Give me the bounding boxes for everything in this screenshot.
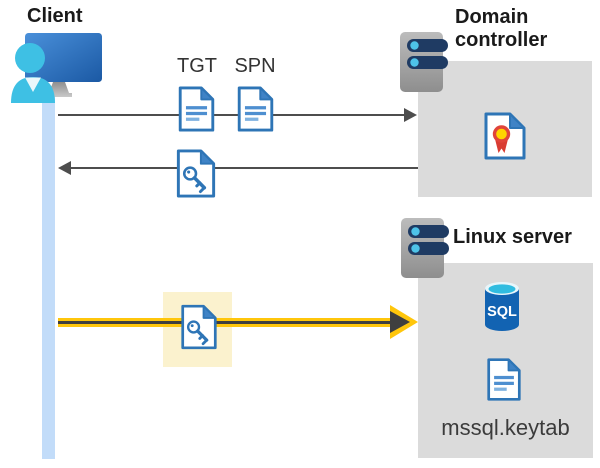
domain-controller-label: Domain controller <box>455 6 548 51</box>
request-arrow-head-icon <box>404 108 417 122</box>
key-document-icon <box>175 149 217 198</box>
tgt-document-icon <box>177 86 216 132</box>
keytab-filename-label: mssql.keytab <box>441 415 570 440</box>
linux-server-label: Linux server <box>453 226 572 248</box>
client-timeline <box>42 95 55 459</box>
request-arrow-line <box>58 114 406 116</box>
spn-label: SPN <box>234 55 276 77</box>
sql-icon-label: SQL <box>487 304 517 320</box>
client-computer-user-icon <box>10 33 105 105</box>
service-ticket-key-document-icon <box>180 304 218 350</box>
response-arrow-head-icon <box>58 161 71 175</box>
client-label: Client <box>27 5 83 27</box>
domain-controller-server-icon <box>399 31 449 93</box>
spn-document-icon <box>236 86 275 132</box>
linux-server-icon <box>400 217 450 279</box>
kerberos-ticket-arrow-head-inner-icon <box>390 311 410 333</box>
keytab-document-icon <box>486 356 522 403</box>
sql-database-icon: SQL <box>483 280 521 333</box>
response-arrow-line <box>70 167 418 169</box>
certificate-icon <box>483 112 527 160</box>
tgt-label: TGT <box>177 55 217 77</box>
kerberos-ticket-arrow-core <box>58 321 392 324</box>
